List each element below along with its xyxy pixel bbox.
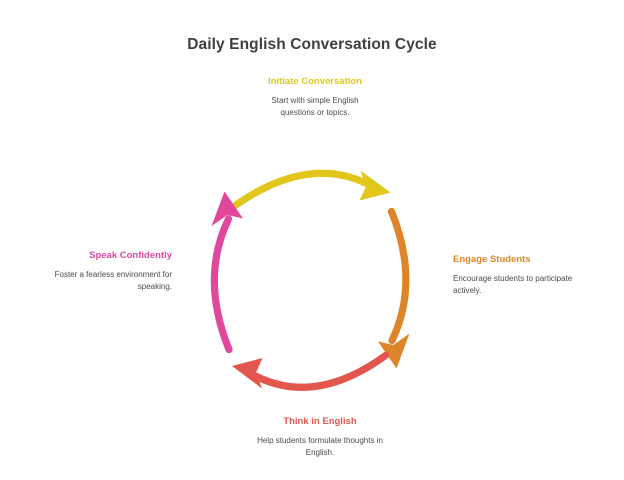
arrow-bottom-red: [232, 351, 390, 391]
cycle-node-speak: Speak Confidently Foster a fearless envi…: [42, 250, 172, 292]
arrow-top-yellow: [229, 169, 391, 211]
cycle-node-engage: Engage Students Encourage students to pa…: [453, 254, 583, 296]
cycle-node-engage-description: Encourage students to participate active…: [453, 274, 573, 295]
cycle-node-initiate: Initiate Conversation Start with simple …: [255, 76, 375, 118]
cycle-node-think: Think in English Help students formulate…: [255, 416, 385, 458]
cycle-node-initiate-heading: Initiate Conversation: [268, 76, 362, 87]
page-title: Daily English Conversation Cycle: [187, 36, 437, 53]
arrow-right-orange: [378, 207, 410, 369]
cycle-node-initiate-description: Start with simple English questions or t…: [271, 96, 359, 117]
cycle-node-think-description: Help students formulate thoughts in Engl…: [257, 436, 383, 457]
arrow-left-magenta: [210, 191, 243, 354]
cycle-node-speak-description: Foster a fearless environment for speaki…: [54, 270, 172, 291]
cycle-node-engage-heading: Engage Students: [453, 254, 531, 265]
cycle-node-speak-heading: Speak Confidently: [89, 250, 172, 261]
cycle-node-think-heading: Think in English: [283, 416, 357, 427]
